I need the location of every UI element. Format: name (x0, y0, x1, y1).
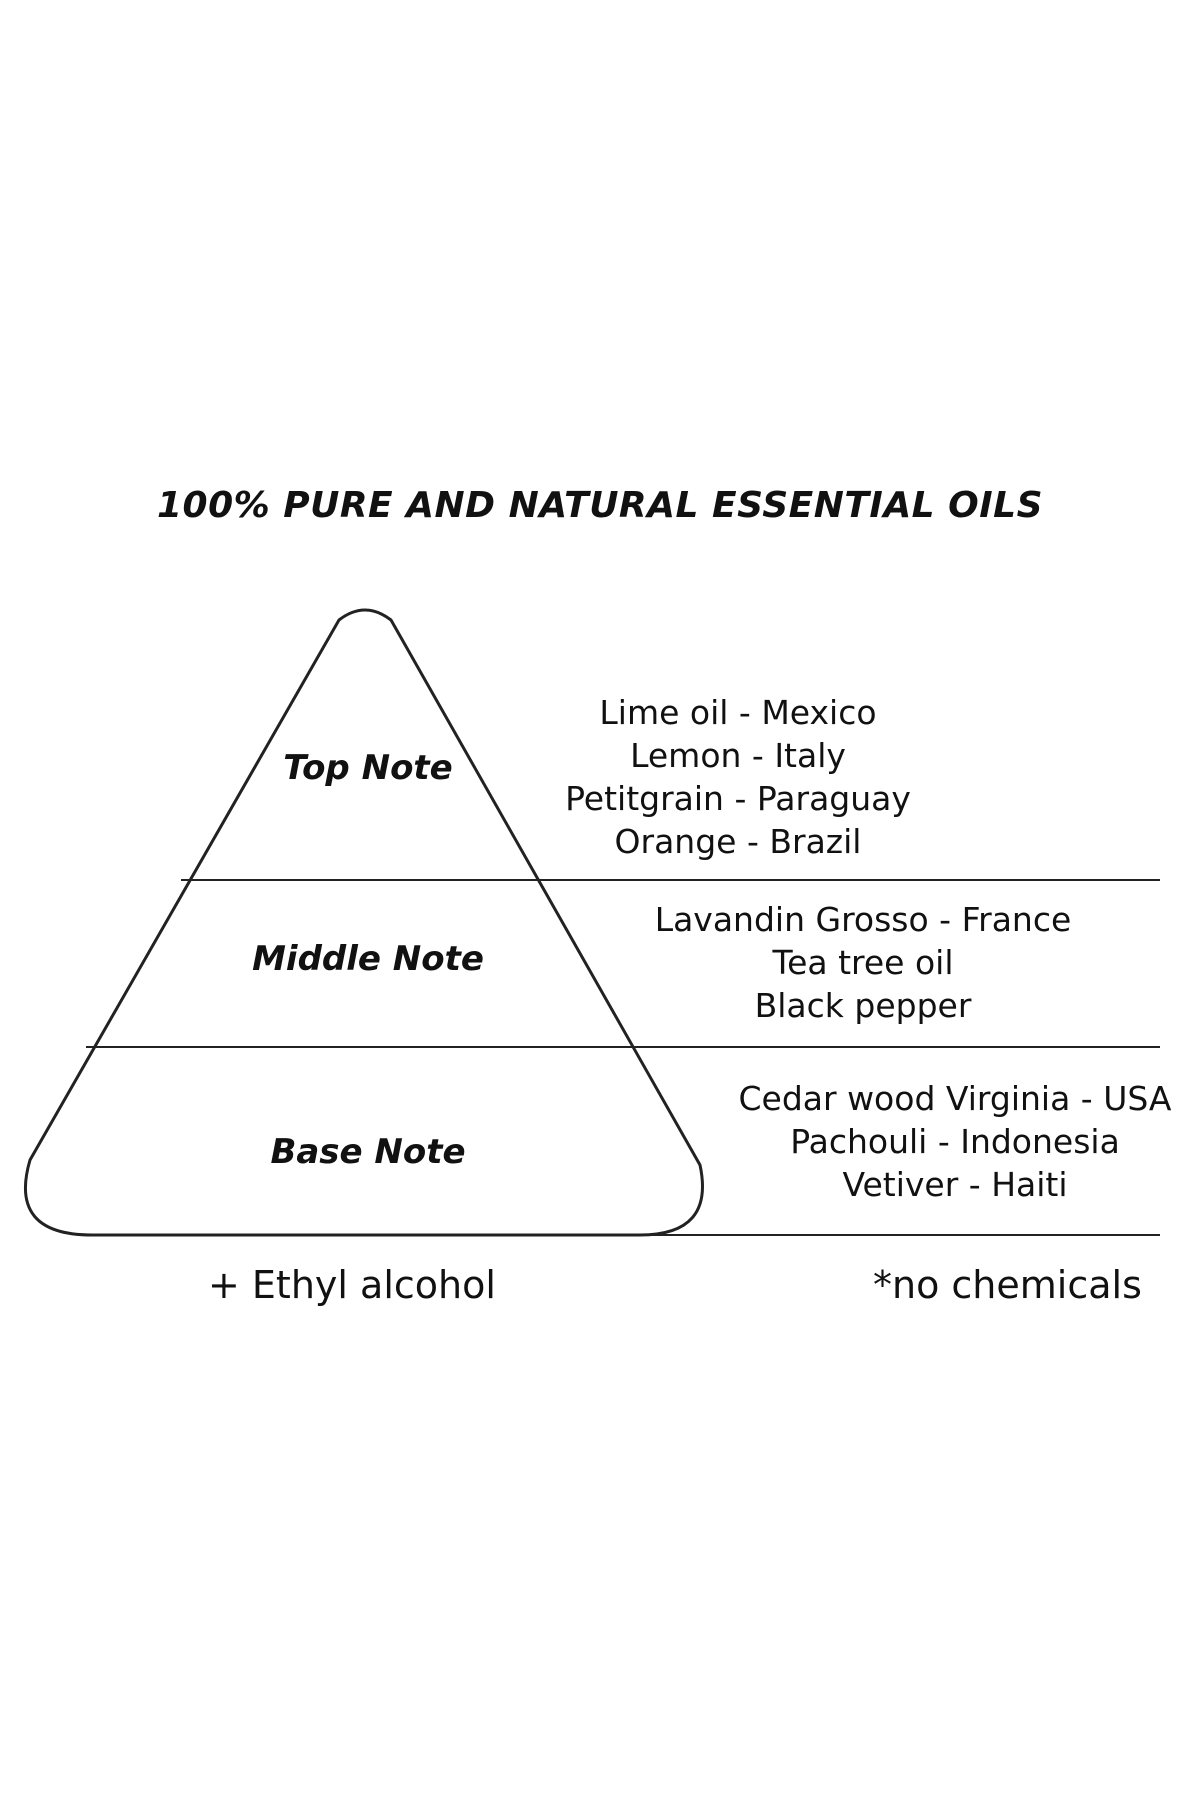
ingredient-item: Orange - Brazil (614, 822, 862, 861)
top-note-ingredients: Lime oil - Mexico Lemon - Italy Petitgra… (458, 691, 1018, 863)
ingredient-item: Vetiver - Haiti (842, 1165, 1068, 1204)
page-title: 100% PURE AND NATURAL ESSENTIAL OILS (156, 485, 1044, 526)
ingredient-item: Petitgrain - Paraguay (565, 779, 911, 818)
ingredient-item: Tea tree oil (772, 943, 954, 982)
ingredient-item: Lavandin Grosso - France (654, 900, 1072, 939)
middle-note-ingredients: Lavandin Grosso - France Tea tree oil Bl… (583, 898, 1143, 1027)
ingredient-item: Lemon - Italy (630, 736, 846, 775)
top-note-label: Top Note (283, 748, 453, 788)
no-chemicals-note: *no chemicals (873, 1263, 1142, 1307)
ethyl-alcohol-note: + Ethyl alcohol (208, 1263, 496, 1307)
pyramid-outline (24, 608, 704, 1237)
ingredient-item: Lime oil - Mexico (599, 693, 877, 732)
ingredient-item: Cedar wood Virginia - USA (738, 1079, 1172, 1118)
ingredient-item: Black pepper (754, 986, 972, 1025)
middle-note-label: Middle Note (252, 939, 484, 979)
base-note-ingredients: Cedar wood Virginia - USA Pachouli - Ind… (675, 1077, 1200, 1206)
base-note-label: Base Note (270, 1132, 466, 1172)
ingredient-item: Pachouli - Indonesia (790, 1122, 1120, 1161)
